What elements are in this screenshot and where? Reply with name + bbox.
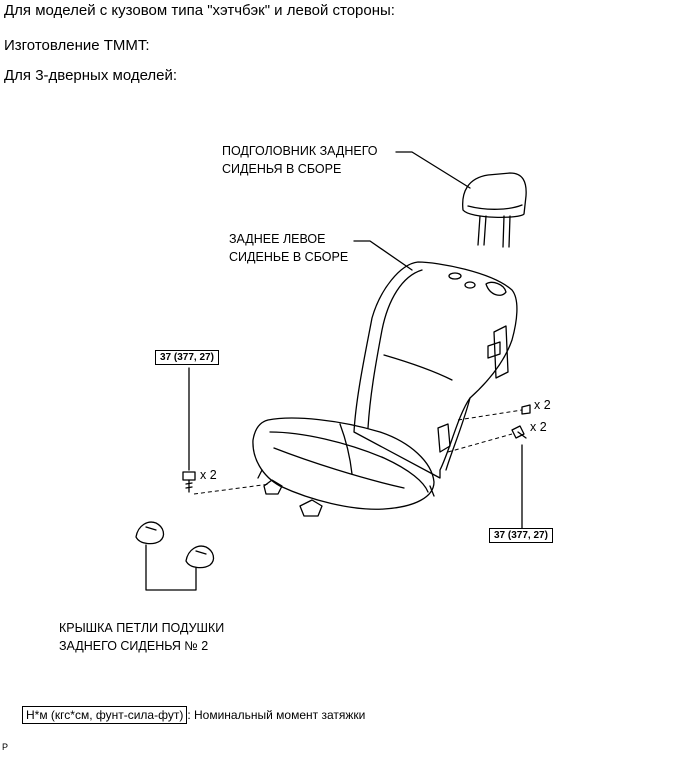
cushion-shape bbox=[252, 417, 435, 517]
cover-bracket bbox=[145, 544, 197, 591]
corner-mark: P bbox=[2, 742, 9, 752]
torque-badge-left: 37 (377, 27) bbox=[155, 350, 219, 365]
right-lower-quantity: x 2 bbox=[530, 420, 547, 434]
left-bolt-shape bbox=[182, 471, 196, 493]
torque-badge-right: 37 (377, 27) bbox=[489, 528, 553, 543]
header-line-1: Для моделей с кузовом типа "хэтчбэк" и л… bbox=[4, 2, 395, 19]
hinge-cover-1-shape bbox=[135, 521, 165, 545]
torque-legend: Н*м (кгс*см, фунт-сила-фут): Номинальный… bbox=[22, 706, 366, 724]
hinge-cover-2-shape bbox=[185, 545, 215, 569]
header-line-3: Для 3-дверных моделей: bbox=[4, 67, 178, 84]
left-bolt-dash bbox=[193, 483, 271, 495]
right-upper-dash bbox=[457, 409, 523, 421]
headrest-shape bbox=[462, 172, 527, 248]
right-lower-bolt-shape bbox=[511, 425, 527, 439]
legend-units-box: Н*м (кгс*см, фунт-сила-фут) bbox=[22, 706, 188, 724]
right-upper-quantity: x 2 bbox=[534, 398, 551, 412]
headrest-leader bbox=[395, 151, 471, 189]
seat-leader bbox=[353, 240, 413, 271]
legend-text: : Номинальный момент затяжки bbox=[187, 708, 366, 722]
header-line-2: Изготовление TMMT: bbox=[4, 37, 150, 54]
seatback-shape bbox=[353, 261, 518, 479]
right-upper-bolt-shape bbox=[521, 404, 531, 415]
left-bolt-quantity: x 2 bbox=[200, 468, 217, 482]
